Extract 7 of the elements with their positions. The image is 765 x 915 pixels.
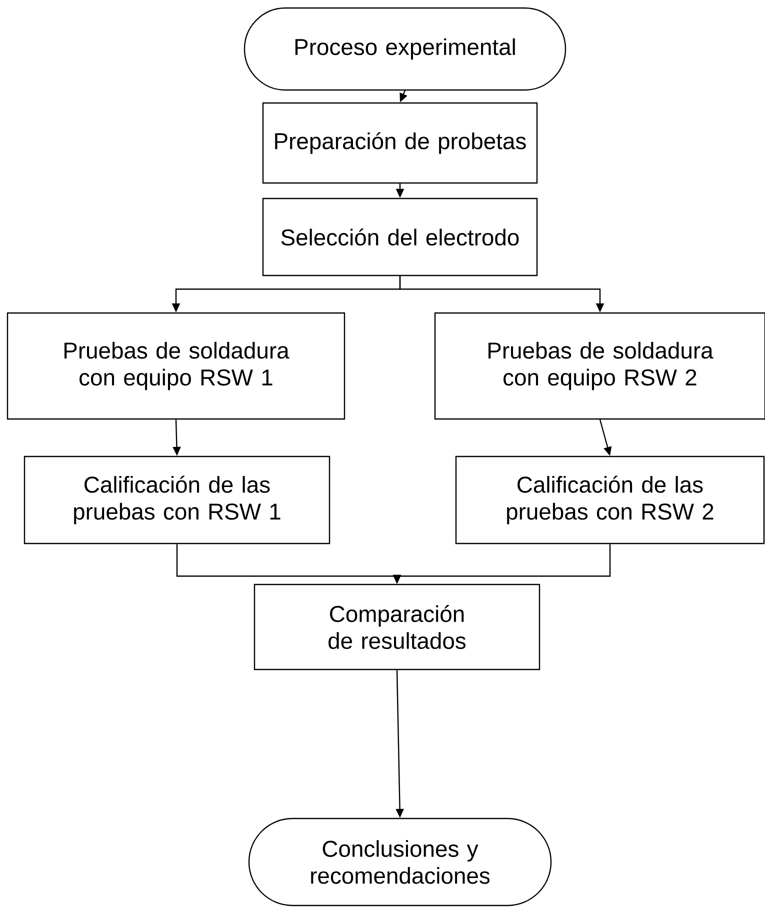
process-box: Calificación de las pruebas con RSW 2 (455, 456, 765, 544)
process-box: Preparación de probetas (262, 102, 538, 184)
process-box: Comparación de resultados (254, 584, 540, 670)
process-box: Pruebas de soldadura con equipo RSW 2 (434, 312, 765, 420)
process-box: Pruebas de soldadura con equipo RSW 1 (6, 312, 346, 420)
process-box: Selección del electrodo (262, 198, 538, 276)
process-box: Calificación de las pruebas con RSW 1 (24, 456, 330, 544)
